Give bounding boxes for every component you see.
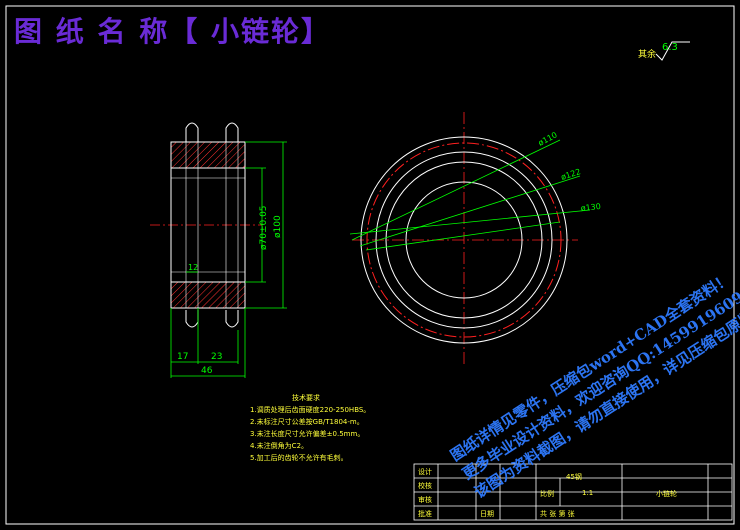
drawing-border [5,5,735,525]
dim-17: 17 [177,352,188,362]
surface-roughness-symbol [655,41,690,61]
dim-phi122: ø122 [560,167,582,182]
front-view [352,112,578,366]
tb-date-label: 日期 [480,510,494,518]
tb-part-name: 小链轮 [656,490,677,498]
roughness-value: 6.3 [662,42,678,53]
roughness-label: 其余 [638,48,656,60]
dim-phi100: ø100 [273,215,283,238]
front-dimensions [349,139,591,251]
section-dimensions [170,141,287,378]
tech-item: 2.未标注尺寸公差按GB/T1804-m。 [250,418,364,426]
dim-phi130: ø130 [580,202,601,213]
tech-item: 1.调质处理后齿面硬度220-250HBS。 [250,406,371,414]
dim-phi70: ø70±0.05 [259,205,269,250]
tb-check-label: 校核 [418,482,432,490]
tb-approve-label: 批准 [418,510,432,518]
section-view [150,122,262,328]
dim-phi110: ø110 [537,130,559,147]
dim-12: 12 [188,263,198,272]
drawing-title: 图 纸 名 称【 小链轮】 [14,15,331,48]
tech-item: 4.未注倒角为C2。 [250,442,309,450]
tb-sheet-info: 共 张 第 张 [540,510,575,518]
tech-requirements-list: 1.调质处理后齿面硬度220-250HBS。 2.未标注尺寸公差按GB/T180… [250,404,370,464]
title-block [413,463,733,521]
tb-design-label: 设计 [418,468,432,476]
tb-scale-value: 1:1 [582,489,594,497]
tb-review-label: 审核 [418,496,432,504]
dim-23: 23 [211,352,222,362]
tb-material: 45钢 [566,473,582,481]
dim-46: 46 [201,366,213,376]
tech-item: 5.加工后的齿轮不允许有毛刺。 [250,454,348,462]
tech-requirements-title: 技术要求 [292,394,320,402]
tb-scale-label: 比例 [540,490,554,498]
tech-item: 3.未注长度尺寸允许偏差±0.5mm。 [250,430,365,438]
